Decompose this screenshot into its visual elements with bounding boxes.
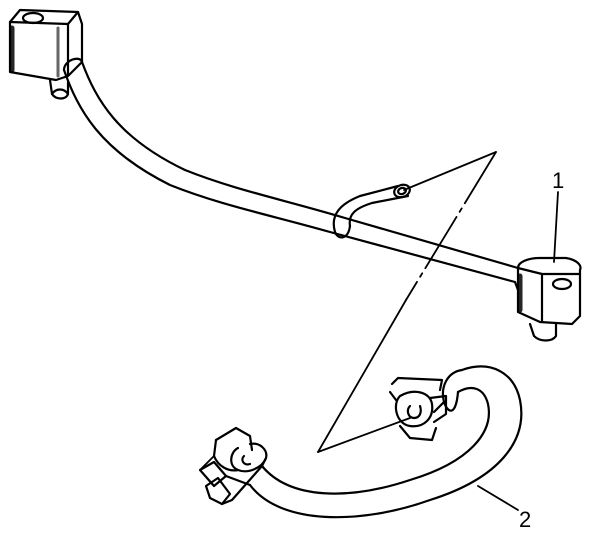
callout-2-leader (477, 485, 519, 511)
callout-label-2: 2 (519, 507, 532, 532)
left-mounting-block (8, 8, 84, 100)
hose-outer-edge (248, 365, 523, 519)
right-bolt-hole (551, 277, 573, 291)
lower-quick-connector (198, 426, 268, 506)
view-projection-lines (317, 151, 497, 453)
right-mounting-block (513, 256, 582, 342)
hose-inner-edge (260, 386, 490, 495)
main-tube-lower-edge (80, 60, 520, 270)
center-nipple-tube (332, 183, 411, 239)
left-bolt-hole (21, 11, 45, 25)
upper-quick-connector (388, 376, 448, 442)
crossover-pipe-assembly (8, 8, 582, 342)
main-tube-upper-edge (62, 68, 517, 284)
callout-1-leader (553, 191, 559, 263)
bent-hose-assembly (198, 365, 523, 519)
callout-label-1: 1 (552, 168, 565, 193)
